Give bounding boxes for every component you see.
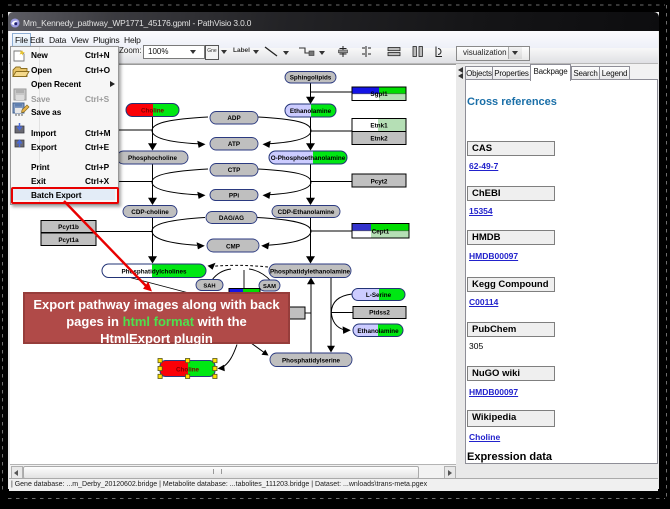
svg-text:Choline: Choline (176, 367, 200, 374)
svg-text:Ethanolamine: Ethanolamine (357, 328, 399, 335)
svg-text:ADP: ADP (227, 115, 240, 122)
svg-text:Pcyt2: Pcyt2 (371, 179, 388, 186)
svg-text:Sgpl1: Sgpl1 (370, 91, 388, 98)
svg-text:Ethanolamine: Ethanolamine (290, 108, 332, 115)
svg-text:CMP: CMP (226, 244, 240, 251)
svg-text:CDP-Ethanolamine: CDP-Ethanolamine (278, 209, 335, 216)
svg-text:ATP: ATP (228, 141, 240, 148)
svg-text:SAH: SAH (203, 284, 215, 290)
svg-text:Choline: Choline (141, 108, 165, 115)
svg-text:L-Serine: L-Serine (366, 292, 392, 299)
svg-text:Etnk2: Etnk2 (370, 136, 388, 143)
svg-text:Phosphocholine: Phosphocholine (128, 155, 177, 162)
svg-text:Phosphatidylserine: Phosphatidylserine (282, 358, 341, 365)
svg-text:PPi: PPi (229, 193, 239, 200)
svg-text:CDP-choline: CDP-choline (131, 209, 169, 216)
svg-text:Phosphatidylethanolamine: Phosphatidylethanolamine (270, 269, 351, 276)
svg-text:Sphingolipids: Sphingolipids (290, 75, 332, 82)
svg-text:Etnk1: Etnk1 (370, 123, 388, 130)
svg-text:Phosphatidylcholines: Phosphatidylcholines (121, 269, 187, 276)
svg-text:CTP: CTP (228, 167, 241, 174)
svg-text:O-Phosphoethanolamine: O-Phosphoethanolamine (271, 155, 346, 162)
svg-text:SAM: SAM (263, 284, 276, 290)
svg-text:Pcyt1a: Pcyt1a (58, 237, 79, 244)
svg-text:DAG/AG: DAG/AG (219, 215, 244, 222)
svg-text:Cept1: Cept1 (372, 229, 390, 236)
svg-text:Ptdss2: Ptdss2 (369, 310, 390, 317)
svg-text:Pcyt1b: Pcyt1b (58, 224, 79, 231)
